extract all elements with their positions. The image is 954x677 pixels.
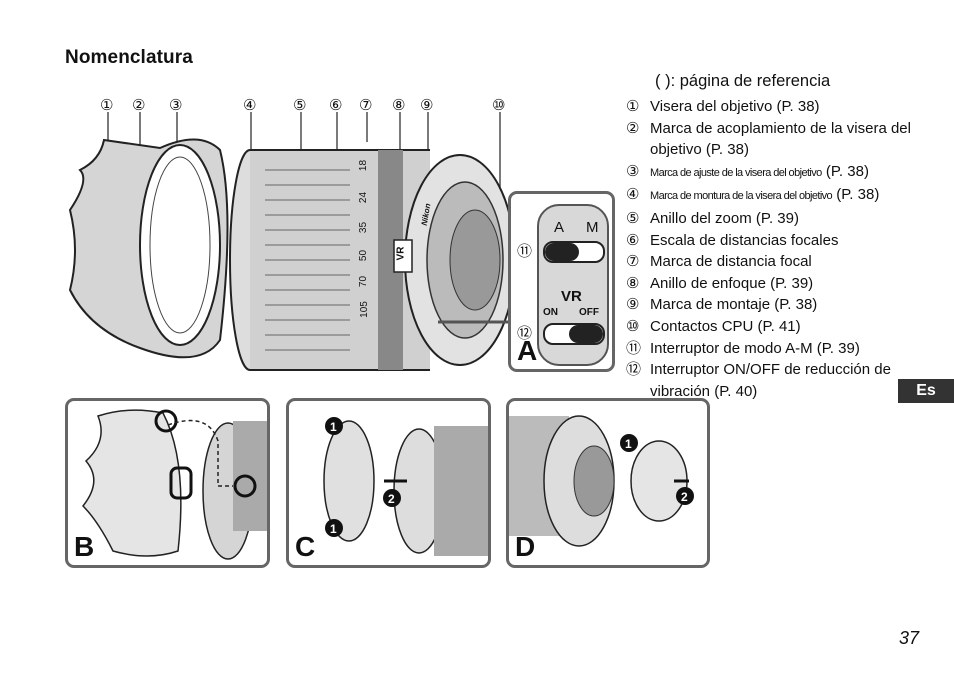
callout-1: ① [100,96,114,114]
page-number: 37 [899,628,920,648]
callout-5: ⑤ [293,96,307,114]
inset-letter-a: A [517,335,538,366]
legend-text: Visera del objetivo (P. 38) [650,98,820,115]
legend-num: ① [626,98,640,115]
focal-50: 50 [358,249,370,262]
lens-diagram: ① ② ③ ④ ⑤ ⑥ ⑦ ⑧ ⑨ ⑩ 18 24 35 50 70 105 V… [60,90,620,390]
callout-7: ⑦ [359,96,373,114]
legend-item: ⑤ Anillo del zoom (P. 39) [626,208,916,230]
legend-text: Marca de montaje (P. 38) [650,296,818,314]
legend-num: ⑨ [626,296,640,314]
legend-ref: (P. 38) [821,162,869,180]
legend-ref: (P. 38) [832,186,880,204]
legend-text: Escala de distancias focales [650,231,839,249]
focal-35: 35 [358,221,370,234]
legend-text: Interruptor ON/OFF de reducción de vibra… [650,361,891,400]
callout-11: ⑪ [517,242,533,260]
svg-text:1: 1 [330,522,337,536]
legend-text: Anillo del zoom (P. 39) [650,209,799,227]
callout-6: ⑥ [329,96,343,114]
callout-12: ⑫ [517,324,533,342]
legend-item: ⑦ Marca de distancia focal [626,251,916,273]
panel-d-rear-cap: 1 2 D [506,398,710,568]
legend-item: ⑪ Interruptor de modo A-M (P. 39) [626,338,916,360]
legend-text: Marca de acoplamiento de la visera del o… [650,119,911,159]
rear-cap-illustration: 1 2 [509,415,694,547]
legend-list: ① Visera del objetivo (P. 38) ② Marca de… [626,96,916,402]
vr-label-off: OFF [579,307,599,318]
vr-badge: VR [395,246,407,261]
am-label-m: M [586,219,599,236]
panel-letter-b: B [74,531,95,562]
legend-num: ⑪ [626,339,642,357]
callout-4: ④ [243,96,257,114]
svg-text:2: 2 [681,490,688,504]
legend-item: ⑫ Interruptor ON/OFF de reducción de vib… [626,359,916,402]
callout-10: ⑩ [492,96,506,114]
legend-item: ③ Marca de ajuste de la visera del objet… [626,161,916,185]
am-label-a: A [554,219,565,236]
legend-num: ⑩ [626,317,640,335]
legend-item: ④ Marca de montura de la visera del obje… [626,184,916,208]
hood-attach-illustration [81,409,267,560]
front-cap-illustration: 1 2 1 [323,417,488,556]
page-title: Nomenclatura [65,47,193,68]
focal-24: 24 [358,191,370,204]
panel-c-front-cap: 1 2 1 C [286,398,491,568]
legend-text: Marca de montura de la visera del objeti… [650,190,833,203]
language-tab[interactable]: Es [898,379,954,403]
panel-b-hood-attach: B [65,398,270,568]
legend-text: Contactos CPU (P. 41) [650,317,801,335]
legend-num: ⑦ [626,253,640,271]
svg-text:1: 1 [625,437,632,451]
legend-num: ⑥ [626,231,640,249]
legend-num: ② [626,119,640,137]
panel-letter-c: C [295,531,316,562]
legend-num: ⑤ [626,209,640,227]
focal-105: 105 [358,301,370,318]
legend-text: Marca de ajuste de la visera del objetiv… [650,166,822,179]
am-switch[interactable] [543,241,605,263]
legend-num: ⑫ [626,361,642,379]
inset-a-switches: A M ⑪ VR ON OFF ⑫ A [508,191,615,372]
callout-2: ② [132,96,146,114]
legend-num: ③ [626,162,640,180]
legend-num: ⑧ [626,274,640,292]
legend-item: ⑨ Marca de montaje (P. 38) [626,294,916,316]
callout-3: ③ [169,96,183,114]
legend-item: ① Visera del objetivo (P. 38) [626,96,916,118]
legend-item: ⑧ Anillo de enfoque (P. 39) [626,273,916,295]
vr-label-on: ON [543,307,558,318]
callout-9: ⑨ [420,96,434,114]
legend-num: ④ [626,186,640,204]
svg-text:1: 1 [330,420,337,434]
legend-text: Anillo de enfoque (P. 39) [650,274,814,292]
focal-18: 18 [358,159,370,172]
callout-8: ⑧ [392,96,406,114]
legend-item: ⑩ Contactos CPU (P. 41) [626,316,916,338]
legend-item: ② Marca de acoplamiento de la visera del… [626,118,916,161]
focal-70: 70 [358,275,370,288]
legend-text: Interruptor de modo A-M (P. 39) [650,339,860,357]
legend-text: Marca de distancia focal [650,253,812,271]
reference-note: ( ): página de referencia [655,72,831,90]
vr-switch[interactable] [543,323,605,345]
legend-item: ⑥ Escala de distancias focales [626,230,916,252]
vr-switch-title: VR [561,288,582,305]
svg-text:2: 2 [388,492,395,506]
lens-illustration [68,112,580,371]
panel-letter-d: D [515,531,536,562]
